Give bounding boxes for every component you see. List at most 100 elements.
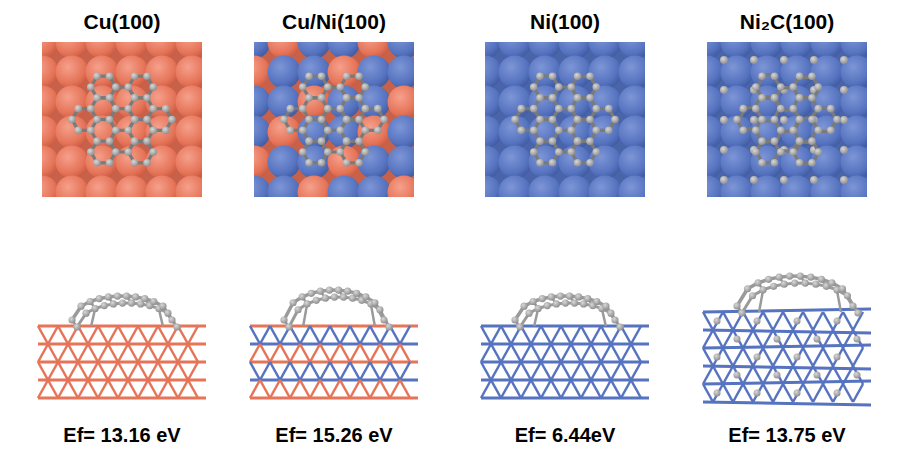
lattice-bond	[793, 312, 803, 330]
lattice-bond	[743, 366, 753, 384]
surface-atom	[176, 86, 203, 119]
lattice-bond	[631, 326, 641, 344]
lattice-bond	[48, 362, 58, 380]
carbon-atom	[143, 159, 151, 167]
lattice-bond	[300, 380, 310, 398]
lattice-bond	[330, 380, 340, 398]
carbon-atom	[353, 290, 360, 297]
lattice-bond	[501, 344, 511, 362]
carbon-atom	[520, 303, 527, 310]
carbide-atom	[840, 86, 848, 94]
carbon-atom	[536, 137, 544, 145]
lattice-bond	[621, 362, 631, 380]
lattice-bond	[320, 344, 330, 362]
lattice-bond	[178, 344, 188, 362]
side-view	[250, 287, 418, 398]
carbon-atom	[555, 127, 563, 135]
lattice-bond	[541, 380, 551, 398]
carbon-atom	[511, 116, 519, 124]
carbon-atom	[808, 159, 816, 167]
lattice-bond	[48, 380, 58, 398]
top-view	[707, 42, 867, 197]
carbon-atom	[168, 116, 176, 124]
lattice-bond	[88, 380, 98, 398]
carbide-atom	[754, 318, 761, 325]
surface-title: Ni(100)	[530, 10, 600, 34]
lattice-bond	[78, 344, 88, 362]
carbon-atom	[343, 116, 351, 124]
lattice-bond	[380, 380, 390, 398]
lattice-bond	[733, 366, 743, 384]
carbon-atom	[530, 148, 538, 156]
carbon-atom	[336, 127, 344, 135]
carbide-atom	[750, 116, 758, 124]
carbon-atom	[361, 148, 369, 156]
lattice-bond	[703, 330, 713, 348]
lattice-bond	[581, 326, 591, 344]
carbon-atom	[164, 310, 171, 317]
carbon-atom	[105, 293, 112, 300]
carbon-atom	[777, 127, 785, 135]
carbon-atom	[112, 105, 120, 113]
carbon-atom	[96, 295, 103, 302]
lattice-bond	[158, 380, 168, 398]
lattice-bond	[753, 312, 763, 330]
carbon-atom	[294, 306, 301, 313]
lattice-bond	[260, 380, 270, 398]
carbon-atom	[299, 105, 307, 113]
lattice-bond	[340, 344, 350, 362]
carbon-atom	[106, 72, 114, 80]
lattice-bond	[531, 380, 541, 398]
lattice-bond	[98, 344, 108, 362]
lattice-bond	[813, 312, 823, 330]
carbide-atom	[714, 354, 721, 361]
surface-atom	[841, 176, 868, 198]
carbon-atom	[555, 148, 563, 156]
surface-atom	[56, 86, 89, 119]
lattice-bond	[188, 344, 198, 362]
carbon-atom	[754, 279, 761, 286]
carbon-atom	[149, 105, 157, 113]
lattice-row	[250, 379, 418, 382]
lattice-bond	[108, 380, 118, 398]
lattice-bond	[581, 380, 591, 398]
lattice-bond	[118, 362, 128, 380]
carbon-atom	[797, 273, 804, 280]
lattice-bond	[833, 312, 843, 330]
surface-atom	[499, 116, 532, 149]
carbon-atom	[299, 83, 307, 91]
lattice-bond	[270, 326, 280, 344]
surface-atom	[328, 86, 361, 119]
carbon-atom	[517, 127, 525, 135]
carbon-atom	[833, 116, 841, 124]
carbon-atom	[304, 300, 311, 307]
carbon-atom	[318, 72, 326, 80]
surface-atom	[116, 176, 149, 198]
lattice-bond	[260, 344, 270, 362]
carbon-atom	[849, 302, 856, 309]
carbon-atom	[374, 105, 382, 113]
carbon-atom	[131, 72, 139, 80]
carbon-atom	[355, 137, 363, 145]
carbide-atom	[734, 336, 741, 343]
surface-atom	[751, 176, 784, 198]
lattice-bond	[188, 362, 198, 380]
lattice-bond	[400, 362, 410, 380]
carbon-atom	[759, 286, 766, 293]
carbon-atom	[87, 148, 95, 156]
lattice-bond	[310, 326, 320, 344]
carbon-atom	[110, 300, 117, 307]
lattice-bond	[501, 362, 511, 380]
carbon-atom	[525, 310, 532, 317]
lattice-bond	[611, 362, 621, 380]
lattice-bond	[390, 344, 400, 362]
lattice-bond	[783, 384, 793, 402]
lattice-bond	[280, 362, 290, 380]
lattice-bond	[108, 344, 118, 362]
surface-atom	[721, 86, 754, 119]
lattice-bond	[330, 344, 340, 362]
lattice-row	[703, 366, 871, 369]
carbon-atom	[789, 127, 797, 135]
surface-atom	[146, 56, 179, 89]
carbon-atom	[555, 83, 563, 91]
